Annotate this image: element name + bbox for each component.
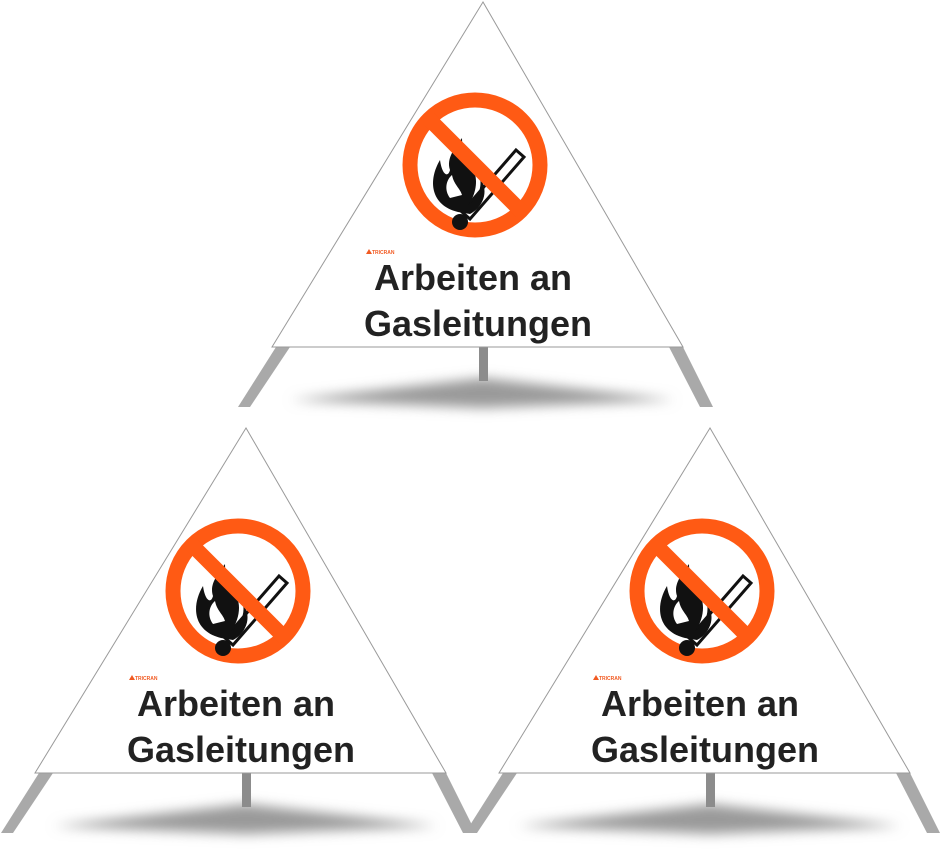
logo-mark-icon — [593, 675, 599, 680]
brand-logo: TRICRAN — [135, 676, 158, 682]
brand-logo: TRICRAN — [599, 676, 622, 682]
sign-title-line2: Gasleitungen — [127, 729, 355, 770]
sign-title-line2: Gasleitungen — [364, 303, 592, 344]
logo-mark-icon — [129, 675, 135, 680]
sign-title-line1: Arbeiten an — [137, 683, 335, 724]
sign-bottom-right: TRICRAN Arbeiten an Gasleitungen — [465, 428, 940, 834]
sign-title-line1: Arbeiten an — [601, 683, 799, 724]
sign-title-line1: Arbeiten an — [374, 257, 572, 298]
sign-bottom-left: TRICRAN Arbeiten an Gasleitungen — [1, 428, 476, 834]
brand-logo: TRICRAN — [372, 250, 395, 256]
sign-title-line2: Gasleitungen — [591, 729, 819, 770]
logo-mark-icon — [366, 249, 372, 254]
sign-top: TRICRAN Arbeiten an Gasleitungen — [238, 2, 713, 408]
